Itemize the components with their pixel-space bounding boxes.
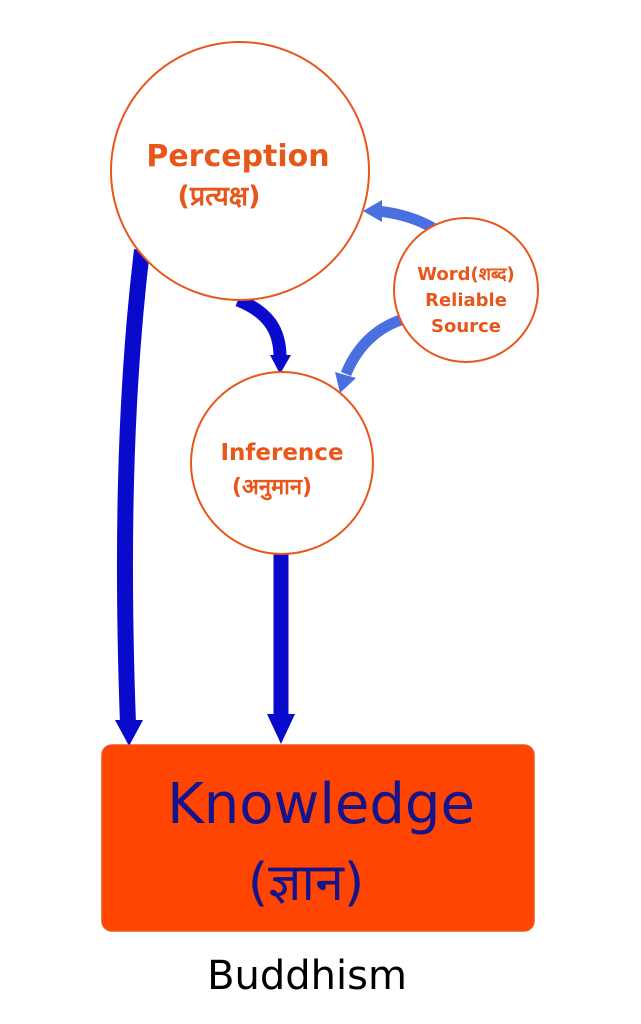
arrow-perception-to-inference bbox=[235, 293, 287, 358]
arrow-perception-to-knowledge bbox=[116, 249, 150, 725]
word-reliable-label: Reliable bbox=[425, 290, 507, 311]
word-label: Word(शब्द) bbox=[417, 264, 515, 285]
inference-node: Inference (अनुमान) bbox=[190, 371, 374, 555]
arrow-word-to-perception-head bbox=[363, 200, 382, 222]
arrow-word-to-perception bbox=[377, 205, 436, 233]
arrow-perception-to-inference-head bbox=[270, 355, 291, 374]
word-circle bbox=[393, 217, 539, 363]
knowledge-node: Knowledge (ज्ञान) bbox=[101, 744, 535, 932]
knowledge-label: Knowledge bbox=[167, 772, 475, 837]
knowledge-box bbox=[101, 744, 535, 932]
perception-sanskrit: (प्रत्यक्ष) bbox=[178, 181, 261, 212]
perception-circle bbox=[110, 41, 370, 301]
inference-label: Inference bbox=[220, 440, 343, 466]
arrows bbox=[115, 200, 436, 746]
word-node: Word(शब्द) Reliable Source bbox=[393, 217, 539, 363]
arrow-perception-to-knowledge-head bbox=[115, 720, 143, 746]
inference-sanskrit: (अनुमान) bbox=[232, 475, 312, 501]
word-source-label: Source bbox=[431, 316, 501, 337]
arrow-word-to-inference bbox=[340, 313, 406, 377]
knowledge-sanskrit: (ज्ञान) bbox=[248, 853, 364, 913]
diagram-caption: Buddhism bbox=[207, 953, 407, 999]
arrow-inference-to-knowledge-head bbox=[267, 714, 295, 744]
inference-circle bbox=[190, 371, 374, 555]
perception-label: Perception bbox=[146, 139, 329, 174]
perception-node: Perception (प्रत्यक्ष) bbox=[110, 41, 370, 301]
arrow-word-to-inference-head bbox=[335, 372, 356, 393]
